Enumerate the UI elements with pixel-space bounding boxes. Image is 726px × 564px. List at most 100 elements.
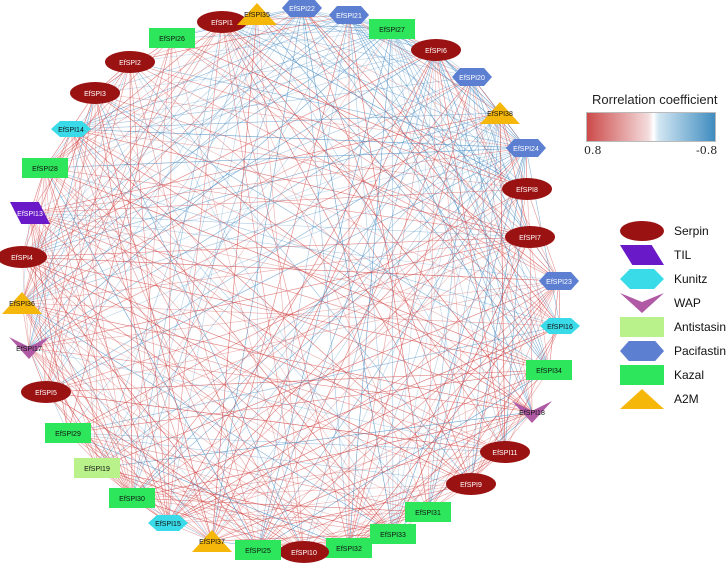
correlation-edge	[391, 28, 501, 114]
network-node: EfSPI33	[370, 524, 416, 544]
correlation-edge	[257, 280, 560, 551]
correlation-edge	[94, 92, 169, 524]
legend-item: Serpin	[620, 221, 709, 241]
correlation-edge	[28, 347, 350, 549]
correlation-edge	[499, 112, 531, 238]
correlation-edge	[167, 188, 528, 524]
correlation-edge	[28, 21, 223, 349]
node-label: EfSPI18	[519, 410, 545, 417]
correlation-edge	[29, 212, 133, 499]
correlation-edge	[44, 167, 429, 513]
correlation-edge	[45, 92, 96, 393]
legend-item: Kazal	[620, 365, 704, 385]
legend-item: Pacifastin	[620, 341, 726, 361]
correlation-edge	[211, 533, 394, 542]
family-legend: SerpinTILKunitzWAPAntistasinPacifastinKa…	[620, 221, 726, 409]
correlation-edge	[44, 167, 133, 499]
correlation-edge	[29, 147, 527, 214]
correlation-edge	[44, 167, 394, 535]
legend-label: WAP	[674, 296, 701, 310]
correlation-edge	[45, 147, 527, 393]
correlation-edge	[257, 14, 350, 551]
correlation-edge	[348, 14, 394, 535]
legend-label: Antistasin	[674, 320, 726, 334]
legend-swatch	[620, 293, 664, 313]
correlation-edge	[21, 28, 393, 258]
node-label: EfSPI25	[245, 548, 271, 555]
correlation-edge	[21, 13, 258, 258]
correlation-edge	[29, 212, 47, 393]
correlation-edge	[44, 167, 472, 485]
node-label: EfSPI26	[159, 36, 185, 43]
correlation-edge	[211, 188, 528, 542]
correlation-edge	[257, 76, 473, 551]
node-shape	[405, 502, 451, 522]
node-label: EfSPI8	[516, 187, 538, 194]
network-node: EfSPI5	[21, 381, 71, 403]
correlation-edge	[392, 147, 527, 535]
correlation-edge	[21, 112, 501, 258]
node-shape	[109, 488, 155, 508]
correlation-edge	[256, 13, 527, 149]
correlation-edge	[21, 302, 213, 542]
correlation-edge	[21, 256, 259, 551]
network-node: EfSPI3	[70, 82, 120, 104]
node-shape	[502, 178, 552, 200]
network-node: EfSPI26	[149, 28, 195, 48]
correlation-edge	[28, 280, 560, 349]
correlation-edge	[70, 128, 528, 190]
node-shape	[10, 202, 50, 224]
correlation-edge	[171, 37, 305, 553]
node-label: EfSPI7	[519, 235, 541, 242]
correlation-edge	[29, 212, 169, 524]
node-shape	[149, 28, 195, 48]
correlation-edge	[28, 347, 533, 413]
correlation-edge	[44, 167, 169, 524]
node-label: EfSPI37	[199, 539, 225, 546]
correlation-edge	[167, 411, 533, 524]
correlation-edge	[221, 21, 561, 327]
node-shape	[369, 19, 415, 39]
node-shape	[446, 473, 496, 495]
node-shape	[197, 11, 247, 33]
legend-swatch	[620, 389, 664, 409]
correlation-edge	[171, 37, 528, 190]
correlation-edge	[221, 21, 528, 190]
network-node: EfSPI20	[452, 68, 492, 86]
node-shape	[279, 541, 329, 563]
correlation-edge	[167, 37, 173, 524]
correlation-edge	[21, 21, 223, 258]
correlation-edge	[257, 236, 531, 551]
colorbar-gradient	[586, 112, 716, 142]
legend-swatch	[620, 221, 664, 241]
correlation-edge	[21, 302, 506, 453]
correlation-edge	[211, 411, 533, 542]
correlation-edge	[44, 28, 393, 169]
node-shape	[148, 515, 188, 531]
node-shape	[237, 3, 277, 25]
node-label: EfSPI2	[119, 60, 141, 67]
legend-item: Antistasin	[620, 317, 726, 337]
correlation-edge	[21, 302, 429, 513]
correlation-edge	[211, 369, 550, 542]
correlation-edge	[67, 432, 506, 453]
correlation-edge	[70, 128, 259, 551]
legend-swatch	[620, 365, 664, 385]
correlation-edge	[45, 7, 303, 393]
correlation-edge	[28, 347, 305, 553]
correlation-edge	[131, 325, 561, 499]
correlation-edge	[70, 128, 98, 469]
node-shape	[512, 401, 552, 423]
correlation-edge	[211, 147, 527, 542]
node-label: EfSPI15	[155, 521, 181, 528]
correlation-edge	[67, 188, 528, 434]
legend-label: Serpin	[674, 224, 709, 238]
correlation-edge	[211, 112, 501, 542]
correlation-edge	[70, 128, 533, 413]
correlation-edge	[471, 76, 550, 371]
correlation-edge	[391, 28, 394, 535]
node-shape	[480, 102, 520, 124]
correlation-edge	[70, 128, 550, 371]
correlation-edge	[131, 497, 394, 535]
correlation-edge	[348, 280, 560, 549]
